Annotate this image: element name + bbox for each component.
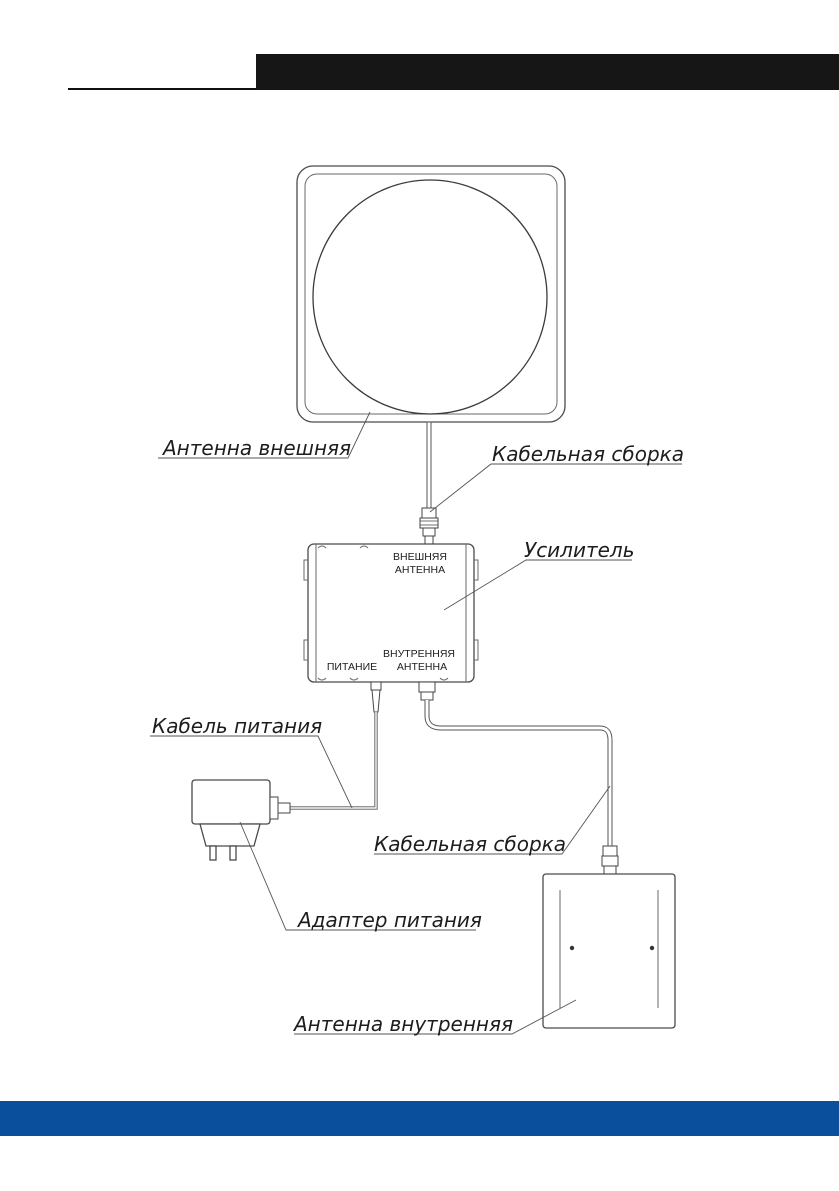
leader-cable-top xyxy=(429,463,682,513)
leader-amplifier xyxy=(443,559,632,611)
power-plug xyxy=(370,681,382,713)
label-cable-assembly-top: Кабельная сборка xyxy=(492,442,684,466)
outdoor-antenna xyxy=(296,165,566,423)
footer-bar xyxy=(0,1101,839,1136)
leader-power-adapter xyxy=(239,821,476,931)
leader-outdoor-antenna xyxy=(158,411,371,459)
label-power-adapter: Адаптер питания xyxy=(296,908,482,932)
amplifier: ВНЕШНЯЯ АНТЕННА ВНУТРЕННЯЯ АНТЕННА ПИТАН… xyxy=(303,543,479,683)
header-rule xyxy=(68,88,258,90)
port-label-power: ПИТАНИЕ xyxy=(327,661,377,673)
power-adapter xyxy=(191,779,291,861)
header-bar xyxy=(256,54,839,90)
port-label-indoor-line2: АНТЕННА xyxy=(397,661,447,673)
label-outdoor-antenna: Антенна внешняя xyxy=(161,436,351,460)
label-power-cable: Кабель питания xyxy=(152,714,322,738)
leader-cable-bottom xyxy=(374,785,611,855)
leader-power-cable xyxy=(150,735,353,809)
port-label-outdoor-line1: ВНЕШНЯЯ xyxy=(393,551,447,563)
cable-assembly-bottom xyxy=(418,681,619,875)
port-label-indoor-line1: ВНУТРЕННЯЯ xyxy=(383,648,455,660)
port-label-outdoor-line2: АНТЕННА xyxy=(395,564,445,576)
label-cable-assembly-bottom: Кабельная сборка xyxy=(374,832,566,856)
label-amplifier: Усилитель xyxy=(524,538,635,562)
indoor-antenna xyxy=(542,873,676,1029)
label-indoor-antenna: Антенна внутренняя xyxy=(292,1012,513,1036)
leader-indoor-antenna xyxy=(294,999,577,1035)
cable-assembly-top xyxy=(419,421,439,545)
